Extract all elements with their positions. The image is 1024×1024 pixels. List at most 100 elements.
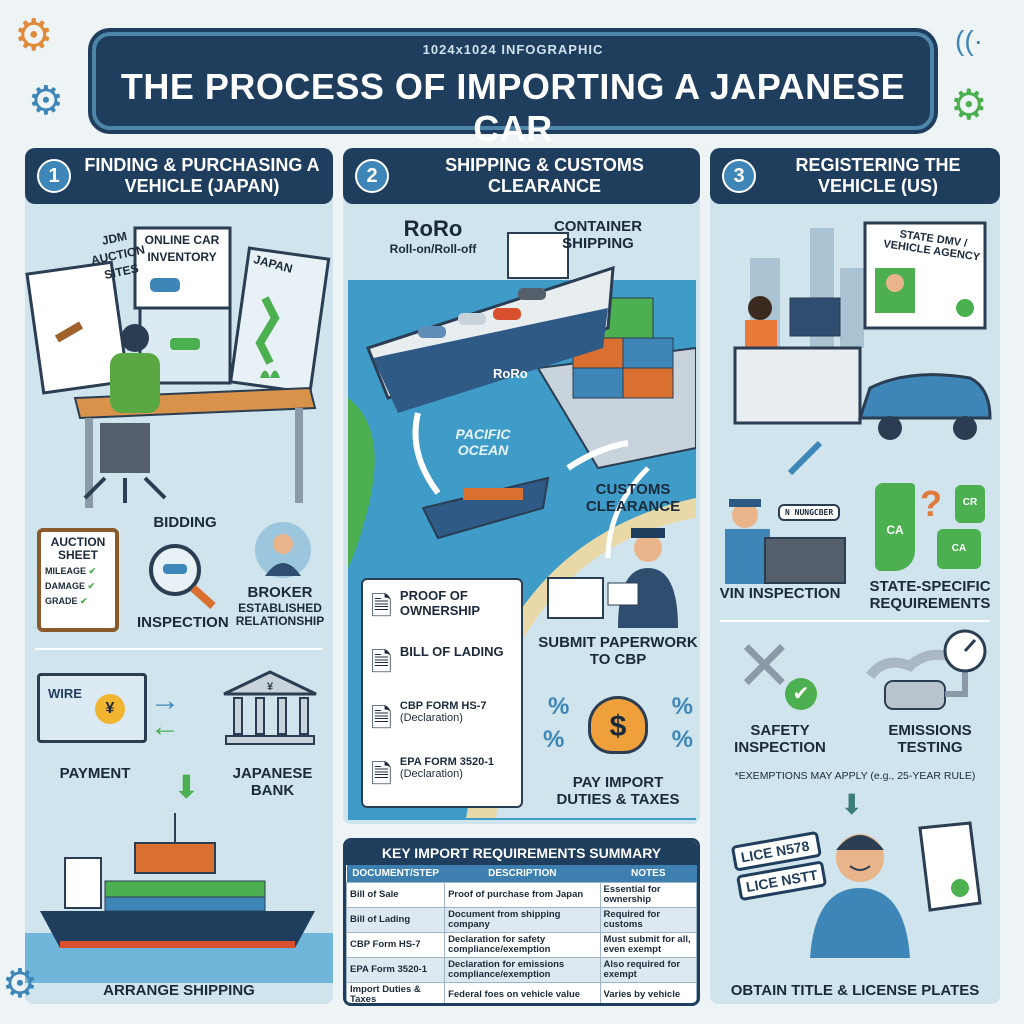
divider: [35, 648, 323, 650]
step-number: 2: [355, 159, 389, 193]
document-icon: 🗎: [371, 759, 392, 789]
laptop-wire-icon: WIRE ¥: [37, 673, 147, 743]
cargo-ship-illustration: [25, 813, 333, 983]
computer-desk-illustration: [25, 226, 331, 508]
divider: [720, 620, 990, 622]
screen-label-inventory: ONLINE CAR INVENTORY: [144, 233, 220, 264]
step-number: 3: [722, 159, 756, 193]
svg-text:¥: ¥: [267, 681, 274, 693]
payment-label: PAYMENT: [59, 765, 131, 782]
table-cell: Varies by vehicle: [599, 982, 697, 1003]
table-cell: Must submit for all, even exempt: [599, 932, 697, 958]
arrange-shipping-label: ARRANGE SHIPPING: [103, 982, 255, 999]
bank-label: JAPANESE BANK: [232, 765, 313, 799]
documents-list: 🗎PROOF OF OWNERSHIP 🗎BILL OF LADING 🗎CBP…: [361, 578, 523, 808]
broker-label: BROKER: [247, 584, 313, 601]
exemption-note: *EXEMPTIONS MAY APPLY (e.g., 25-YEAR RUL…: [734, 770, 976, 782]
ocean-label: PACIFIC OCEAN: [455, 426, 511, 458]
table-cell: EPA Form 3520-1: [346, 957, 446, 983]
auction-sheet-item: MILEAGE ✔: [45, 566, 97, 576]
percent-icons: %%: [543, 726, 693, 753]
roro-heading: RoRo Roll-on/Roll-off: [373, 216, 493, 256]
document-icon: 🗎: [371, 591, 392, 621]
page-title: THE PROCESS OF IMPORTING A JAPANESE CAR: [120, 66, 906, 149]
customs-clearance-label: CUSTOMS CLEARANCE: [585, 481, 681, 515]
submit-paperwork-label: SUBMIT PAPERWORK TO CBP: [538, 634, 698, 668]
step-number: 1: [37, 159, 71, 193]
table-cell: Essential for ownership: [599, 882, 697, 908]
roro-title: RoRo: [403, 216, 463, 241]
step1-header: 1 FINDING & PURCHASING A VEHICLE (JAPAN): [25, 148, 333, 204]
step2-header: 2 SHIPPING & CUSTOMS CLEARANCE: [343, 148, 700, 204]
broker-avatar: [255, 522, 311, 578]
auction-sheet-item: GRADE ✔: [45, 596, 88, 606]
column-header: NOTES: [600, 865, 697, 883]
table-cell: Required for customs: [599, 907, 697, 933]
auction-sheet-clipboard: AUCTION SHEET MILEAGE ✔ DAMAGE ✔ GRADE ✔: [37, 528, 119, 632]
document-icon: 🗎: [371, 703, 392, 733]
wifi-icon: ((·: [955, 25, 983, 56]
broker-sublabel: ESTABLISHED RELATIONSHIP: [235, 601, 325, 628]
gear-icon: ⚙: [950, 81, 988, 128]
check-icon: ✔: [785, 678, 817, 710]
down-arrow-icon: ⬇: [173, 769, 200, 805]
roro-ship-label: RoRo: [493, 366, 528, 381]
document-item: 🗎BILL OF LADING: [371, 644, 513, 688]
gear-icon: ⚙: [14, 11, 54, 60]
document-item: 🗎EPA FORM 3520-1(Declaration): [371, 756, 513, 800]
transfer-arrows-icon: →←: [150, 684, 180, 743]
banner-subtitle: 1024x1024 INFOGRAPHIC: [422, 42, 604, 57]
step-title: REGISTERING THE VEHICLE (US): [795, 155, 961, 196]
dmv-office-illustration: [733, 221, 992, 476]
customs-officer-illustration: [547, 528, 678, 628]
gear-icon: ⚙: [2, 962, 38, 1006]
table-cell: Proof of purchase from Japan: [444, 882, 601, 908]
table-cell: Import Duties & Taxes: [346, 982, 446, 1003]
obtain-title-label: OBTAIN TITLE & LICENSE PLATES: [730, 982, 980, 999]
table-cell: CBP Form HS-7: [346, 932, 446, 958]
bank-icon: ¥: [223, 670, 317, 745]
table-cell: Federal foes on vehicle value: [444, 982, 601, 1003]
table-title: KEY IMPORT REQUIREMENTS SUMMARY: [346, 841, 697, 865]
auction-sheet-item: DAMAGE ✔: [45, 581, 96, 591]
step1-panel: 1 FINDING & PURCHASING A VEHICLE (JAPAN)…: [25, 148, 333, 1004]
magnifier-icon: [149, 544, 216, 609]
emissions-testing-label: EMISSIONS TESTING: [888, 722, 972, 756]
gear-icon: ⚙: [28, 79, 64, 123]
column-header: DESCRIPTION: [444, 865, 601, 883]
step3-panel: 3 REGISTERING THE VEHICLE (US) STATE DMV…: [710, 148, 1000, 1004]
roro-subtitle: Roll-on/Roll-off: [389, 242, 477, 256]
state-map-icon: CA ? CR CA: [875, 483, 985, 573]
table-cell: Document from shipping company: [444, 907, 601, 933]
down-arrow-icon: ⬇: [840, 789, 864, 820]
inspection-label: INSPECTION: [137, 614, 229, 631]
vin-inspection-label: VIN INSPECTION: [719, 585, 841, 602]
emissions-gauge-icon: [866, 629, 987, 710]
table-cell: Also required for exempt: [599, 957, 697, 983]
yen-coin-icon: ¥: [95, 694, 125, 724]
wrenches-icon: ✕: [735, 627, 794, 705]
requirements-summary-table: KEY IMPORT REQUIREMENTS SUMMARY DOCUMENT…: [343, 838, 700, 1006]
state-requirements-label: STATE-SPECIFIC REQUIREMENTS: [869, 578, 991, 612]
mechanic-engine-illustration: [725, 499, 846, 584]
document-item: 🗎PROOF OF OWNERSHIP: [371, 588, 513, 632]
pay-duties-label: PAY IMPORT DUTIES & TAXES: [556, 774, 680, 808]
step-title: FINDING & PURCHASING A VEHICLE (JAPAN): [84, 155, 320, 196]
container-shipping-label: CONTAINER SHIPPING: [553, 218, 643, 252]
table-cell: Declaration for safety compliance/exempt…: [444, 932, 601, 958]
bidding-label: BIDDING: [153, 514, 217, 531]
happy-person-illustration: [810, 821, 982, 958]
step-title: SHIPPING & CUSTOMS CLEARANCE: [445, 155, 644, 196]
title-banner: 1024x1024 INFOGRAPHIC THE PROCESS OF IMP…: [92, 32, 934, 149]
step3-header: 3 REGISTERING THE VEHICLE (US): [710, 148, 1000, 204]
safety-inspection-label: SAFETY INSPECTION: [734, 722, 826, 756]
table-cell: Bill of Lading: [346, 907, 446, 933]
step2-panel: 2 SHIPPING & CUSTOMS CLEARANCE RoRo Roll…: [343, 148, 700, 824]
table-cell: Bill of Sale: [346, 882, 446, 908]
wire-label: WIRE: [48, 686, 82, 701]
auction-sheet-title: AUCTION SHEET: [50, 535, 106, 562]
